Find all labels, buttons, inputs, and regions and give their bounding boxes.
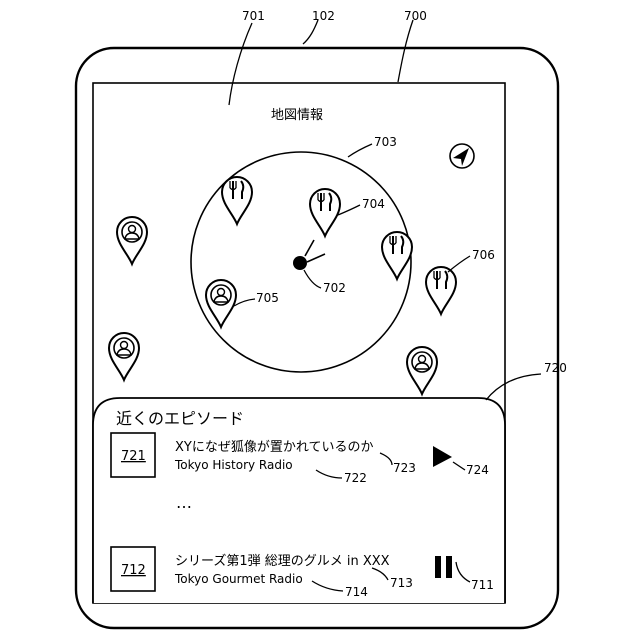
ref-722: 722 — [344, 471, 367, 485]
compass-arrow-icon[interactable] — [450, 144, 474, 168]
ellipsis: … — [176, 493, 192, 512]
episode-box-label: 712 — [121, 563, 146, 578]
ref-705: 705 — [256, 291, 279, 305]
map-title: 地図情報 — [271, 108, 323, 123]
episode-box-label: 721 — [121, 449, 146, 464]
leader-102 — [303, 20, 318, 44]
ref-711: 711 — [471, 578, 494, 592]
episode-title: シリーズ第1弾 総理のグルメ in XXX — [175, 553, 390, 569]
ref-720: 720 — [544, 361, 567, 375]
ref-102: 102 — [312, 9, 335, 23]
ref-704: 704 — [362, 197, 385, 211]
episode-subtitle: Tokyo History Radio — [174, 458, 293, 472]
ref-723: 723 — [393, 461, 416, 475]
ref-724: 724 — [466, 463, 489, 477]
ref-706: 706 — [472, 248, 495, 262]
episode-subtitle: Tokyo Gourmet Radio — [174, 572, 303, 586]
ref-703: 703 — [374, 135, 397, 149]
panel-title: 近くのエピソード — [116, 409, 244, 428]
ref-700: 700 — [404, 9, 427, 23]
episode-title: XYになぜ狐像が置かれているのか — [175, 440, 373, 455]
ref-714: 714 — [345, 585, 368, 599]
ref-702: 702 — [323, 281, 346, 295]
ref-713: 713 — [390, 576, 413, 590]
ref-701: 701 — [242, 9, 265, 23]
